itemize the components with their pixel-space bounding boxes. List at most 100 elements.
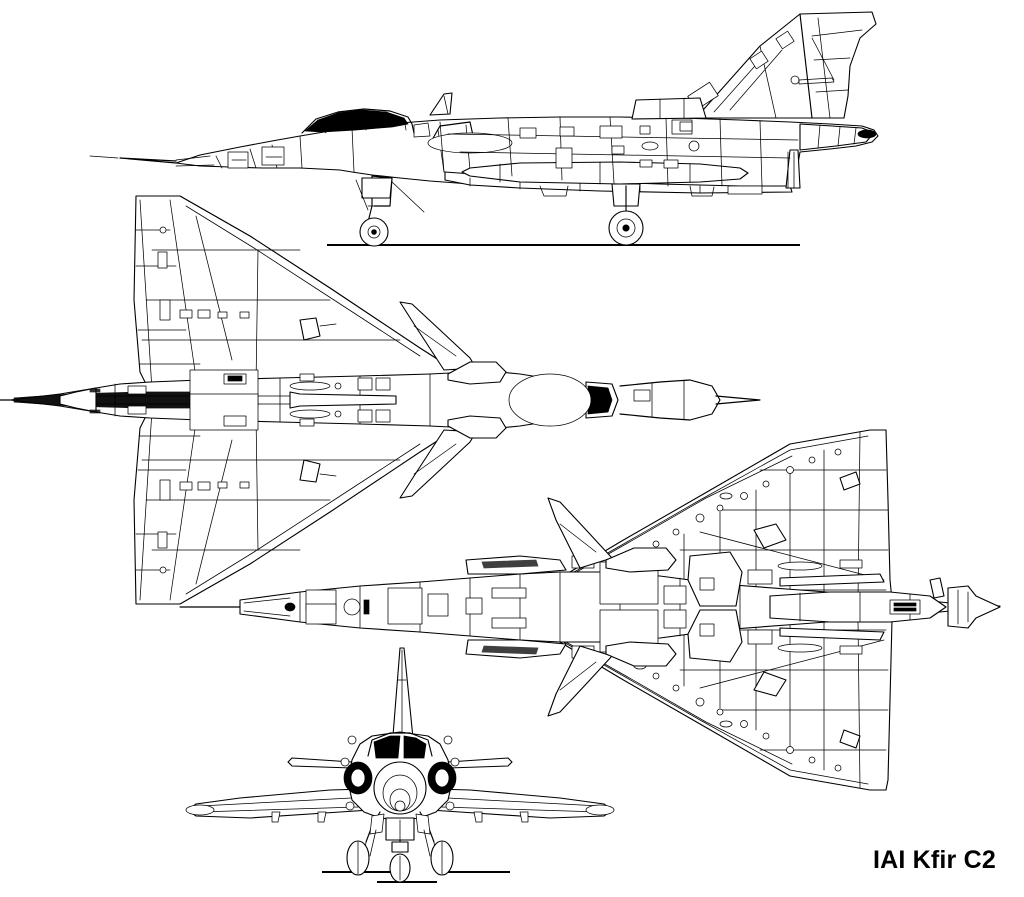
bottom-gear-bay-u xyxy=(687,551,743,607)
side-nose-probe xyxy=(119,157,177,164)
side-nose-gear-door xyxy=(361,177,393,199)
top-panel-u6 xyxy=(239,311,250,319)
bottom-panel-c2 xyxy=(747,629,773,645)
bottom-hole-l6 xyxy=(808,756,816,764)
bottom-panel-c1 xyxy=(747,569,773,585)
top-panel-u5 xyxy=(217,311,228,319)
front-mlg-left-door xyxy=(369,813,385,835)
top-wing-le2-lower xyxy=(185,443,421,595)
bottom-rail-u xyxy=(779,573,885,587)
side-main-wheel-axle xyxy=(622,224,630,232)
bottom-fence-u2 xyxy=(839,471,861,491)
bottom-wing-ribs-lower xyxy=(679,669,889,751)
side-vent-b xyxy=(688,140,700,152)
bottom-nose-bay-door xyxy=(427,593,449,617)
bottom-nozzle-rings xyxy=(957,589,969,625)
side-external-tank xyxy=(461,161,749,185)
bottom-vent-l xyxy=(777,643,823,653)
bottom-hole-u7 xyxy=(834,448,842,456)
side-nose-panel-detail xyxy=(231,156,283,161)
side-nose-probe-tip xyxy=(89,155,119,159)
side-hatch-b xyxy=(559,126,575,137)
top-vent-dot-a xyxy=(334,382,342,390)
side-hatch-i xyxy=(639,159,653,168)
bottom-view xyxy=(179,429,1001,791)
bottom-panel-b3 xyxy=(491,617,527,629)
front-nose-tip xyxy=(394,800,406,812)
bottom-hole-l3 xyxy=(740,720,748,728)
side-longerons xyxy=(447,133,799,159)
bottom-bay-door-l xyxy=(663,609,687,629)
front-nose-gear-axle xyxy=(391,841,409,853)
bottom-fence-l xyxy=(753,671,787,697)
top-elevon-split xyxy=(255,249,259,551)
side-fin-antenna-wire xyxy=(811,37,835,81)
top-nose-outline xyxy=(619,379,721,421)
side-canard xyxy=(429,92,453,116)
drawing-caption: IAI Kfir C2 xyxy=(872,846,996,874)
side-wing-rib-lines xyxy=(469,177,701,194)
bottom-nose-taper xyxy=(243,597,291,617)
front-view xyxy=(185,647,615,883)
bottom-panel-e1 xyxy=(839,559,863,569)
bottom-vent-u xyxy=(777,561,823,571)
top-stencil-a xyxy=(89,388,101,393)
top-wing-tip-ribs-upper xyxy=(135,229,201,365)
front-fin-lines xyxy=(397,649,407,749)
front-canopy-frame xyxy=(367,732,433,757)
bottom-gun-slot-l xyxy=(481,645,539,655)
top-panel-l6 xyxy=(239,481,250,489)
front-bump-l2 xyxy=(340,757,350,767)
top-wing-panels-lower xyxy=(139,409,401,601)
front-intake-cone-right xyxy=(434,768,450,788)
top-wing-le2-upper xyxy=(185,205,421,357)
bottom-fence-l2 xyxy=(839,729,861,749)
bottom-wing-spars-lower xyxy=(647,619,861,789)
side-fin-panels xyxy=(759,17,863,119)
bottom-nose-bay xyxy=(387,587,423,625)
bottom-panel-d2 xyxy=(699,623,715,637)
top-canard-right-line xyxy=(413,443,457,475)
bottom-panel-a2 xyxy=(305,603,337,625)
side-fin-antenna xyxy=(798,77,835,85)
top-panel-c4 xyxy=(375,409,391,423)
bottom-nose-vent xyxy=(284,602,296,612)
side-pylon-c xyxy=(727,185,763,195)
front-wingtip-right xyxy=(585,804,615,816)
side-nose-wheel-axle xyxy=(371,229,377,235)
top-panel-l3 xyxy=(179,481,193,491)
side-hatch-f xyxy=(679,121,693,132)
top-vent-long-a xyxy=(289,381,331,391)
top-panel-u3 xyxy=(179,309,193,319)
side-spine-fairing xyxy=(631,97,707,120)
side-nozzle-opening xyxy=(857,129,877,139)
front-intake-cone-left xyxy=(350,768,366,788)
side-nose-panel-b xyxy=(261,146,285,166)
top-intake-left xyxy=(447,361,507,385)
front-bump-r1 xyxy=(443,735,453,745)
top-canard-left-line xyxy=(413,325,457,357)
front-bump-l1 xyxy=(347,735,357,745)
side-canard-line xyxy=(443,95,449,115)
bottom-gun-slot-u xyxy=(481,559,539,569)
side-vertical-tail xyxy=(695,11,877,119)
bottom-tank-vent-b xyxy=(893,607,917,612)
bottom-hole-l9 xyxy=(652,672,660,680)
bottom-ventral-fin xyxy=(929,577,945,599)
side-tank-bands xyxy=(499,161,691,185)
bottom-canard-lines xyxy=(559,523,597,691)
front-bump-r3 xyxy=(445,801,455,811)
bottom-wing-ribs-upper xyxy=(679,469,889,551)
side-nose-gear-braces xyxy=(355,179,425,213)
front-pylon-l2 xyxy=(317,811,327,823)
side-canopy-rear-deck xyxy=(413,122,431,138)
top-centerline-lines xyxy=(59,395,301,405)
side-nozzle-rings xyxy=(817,124,857,149)
side-hatch-a xyxy=(519,127,537,139)
side-spine-lines xyxy=(659,97,685,119)
side-intake-lip xyxy=(431,121,475,141)
side-hatch-d xyxy=(639,125,651,135)
side-fin-panel-b xyxy=(775,30,795,50)
bottom-hole-l8 xyxy=(672,684,680,692)
